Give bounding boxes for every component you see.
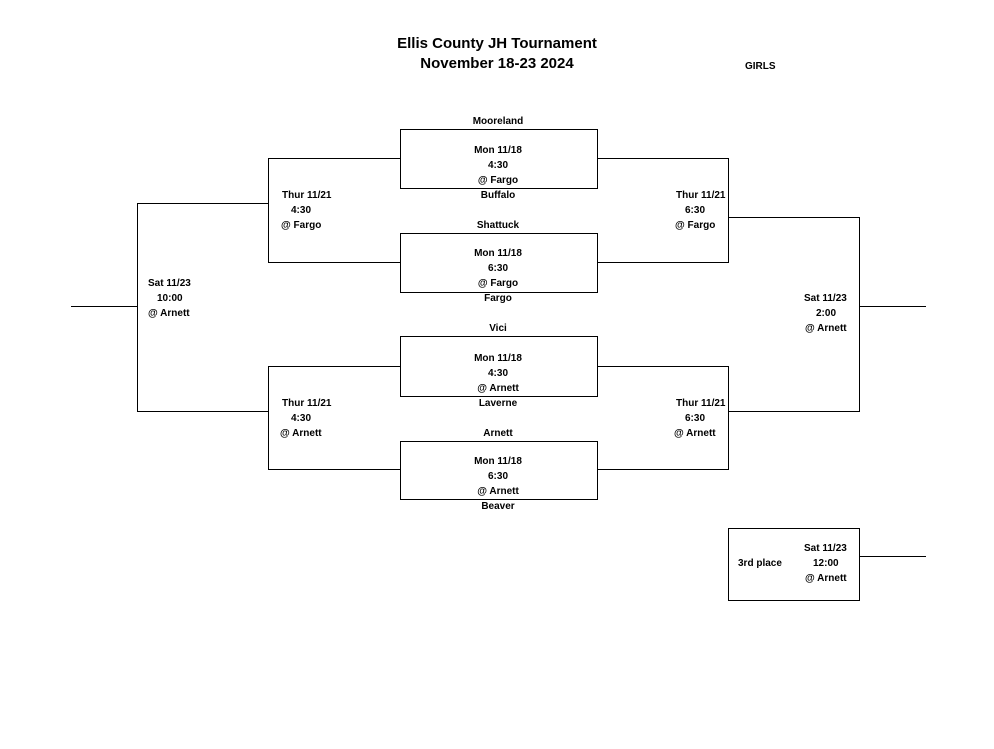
third-place-left-line <box>728 528 729 601</box>
game-site: @ Arnett <box>148 308 190 319</box>
game-date: Thur 11/21 <box>676 398 726 409</box>
game-date: Thur 11/21 <box>282 398 332 409</box>
final-left-lower-line <box>137 411 269 412</box>
third-place-top-line <box>728 528 860 529</box>
semi-left-bottom-vertical <box>268 366 269 470</box>
semi-left-bottom-upper-line <box>268 366 400 367</box>
third-place-bottom-line <box>728 600 860 601</box>
game-site: @ Arnett <box>477 383 519 394</box>
semi-right-top-upper-line <box>597 158 729 159</box>
game-site: @ Arnett <box>805 573 847 584</box>
game-site: @ Fargo <box>477 175 519 186</box>
game-time: 6:30 <box>487 263 508 274</box>
semi-right-top-vertical <box>728 158 729 263</box>
team-beaver: Beaver <box>481 501 515 512</box>
game-time: 4:30 <box>291 413 312 424</box>
game-date: Thur 11/21 <box>676 190 726 201</box>
division-label: GIRLS <box>745 61 776 72</box>
team-vici: Vici <box>489 323 507 334</box>
game-date: Sat 11/23 <box>804 543 847 554</box>
team-arnett: Arnett <box>483 428 513 439</box>
final-left-winner-line <box>71 306 138 307</box>
semi-left-top-vertical <box>268 158 269 263</box>
final-right-vertical <box>859 217 860 412</box>
third-place-right-line <box>859 528 860 601</box>
third-place-label: 3rd place <box>738 558 782 569</box>
team-shattuck: Shattuck <box>476 220 520 231</box>
r1-g2-right-line <box>597 233 598 293</box>
game-time: 4:30 <box>487 368 508 379</box>
team-buffalo: Buffalo <box>480 190 516 201</box>
r1-g4-left-line <box>400 441 401 500</box>
semi-right-bottom-vertical <box>728 366 729 470</box>
r1-g1-left-line <box>400 129 401 189</box>
game-time: 2:00 <box>816 308 837 319</box>
game-site: @ Arnett <box>805 323 847 334</box>
r1-g3-bottom-line <box>400 396 598 397</box>
final-right-winner-line <box>859 306 926 307</box>
r1-g2-top-line <box>400 233 598 234</box>
game-date: Thur 11/21 <box>282 190 332 201</box>
semi-right-top-lower-line <box>597 262 729 263</box>
r1-g2-left-line <box>400 233 401 293</box>
final-right-upper-line <box>728 217 860 218</box>
final-left-vertical <box>137 203 138 412</box>
r1-g2-bottom-line <box>400 292 598 293</box>
semi-left-top-lower-line <box>268 262 400 263</box>
game-site: @ Arnett <box>477 486 519 497</box>
team-fargo: Fargo <box>484 293 512 304</box>
r1-g1-bottom-line <box>400 188 598 189</box>
game-time: 6:30 <box>685 205 706 216</box>
tournament-dates: November 18-23 2024 <box>420 55 574 72</box>
game-date: Sat 11/23 <box>148 278 191 289</box>
game-date: Sat 11/23 <box>804 293 847 304</box>
team-mooreland: Mooreland <box>472 116 524 127</box>
game-time: 12:00 <box>813 558 839 569</box>
game-site: @ Fargo <box>281 220 322 231</box>
r1-g3-top-line <box>400 336 598 337</box>
semi-left-bottom-lower-line <box>268 469 400 470</box>
game-date: Mon 11/18 <box>474 145 522 156</box>
r1-g4-right-line <box>597 441 598 500</box>
r1-g3-left-line <box>400 336 401 397</box>
game-time: 10:00 <box>157 293 183 304</box>
game-time: 6:30 <box>685 413 706 424</box>
game-site: @ Fargo <box>675 220 716 231</box>
game-site: @ Arnett <box>674 428 716 439</box>
final-right-lower-line <box>728 411 860 412</box>
r1-g1-right-line <box>597 129 598 189</box>
game-time: 4:30 <box>487 160 508 171</box>
r1-g4-bottom-line <box>400 499 598 500</box>
third-place-winner-line <box>859 556 926 557</box>
game-time: 4:30 <box>291 205 312 216</box>
game-site: @ Arnett <box>280 428 322 439</box>
team-laverne: Laverne <box>478 398 518 409</box>
game-date: Mon 11/18 <box>474 456 522 467</box>
game-date: Mon 11/18 <box>474 248 522 259</box>
r1-g1-top-line <box>400 129 598 130</box>
tournament-title: Ellis County JH Tournament <box>397 35 597 52</box>
semi-right-bottom-upper-line <box>597 366 729 367</box>
semi-right-bottom-lower-line <box>597 469 729 470</box>
semi-left-top-upper-line <box>268 158 400 159</box>
game-site: @ Fargo <box>477 278 519 289</box>
r1-g4-top-line <box>400 441 598 442</box>
game-time: 6:30 <box>487 471 508 482</box>
final-left-upper-line <box>137 203 269 204</box>
game-date: Mon 11/18 <box>474 353 522 364</box>
